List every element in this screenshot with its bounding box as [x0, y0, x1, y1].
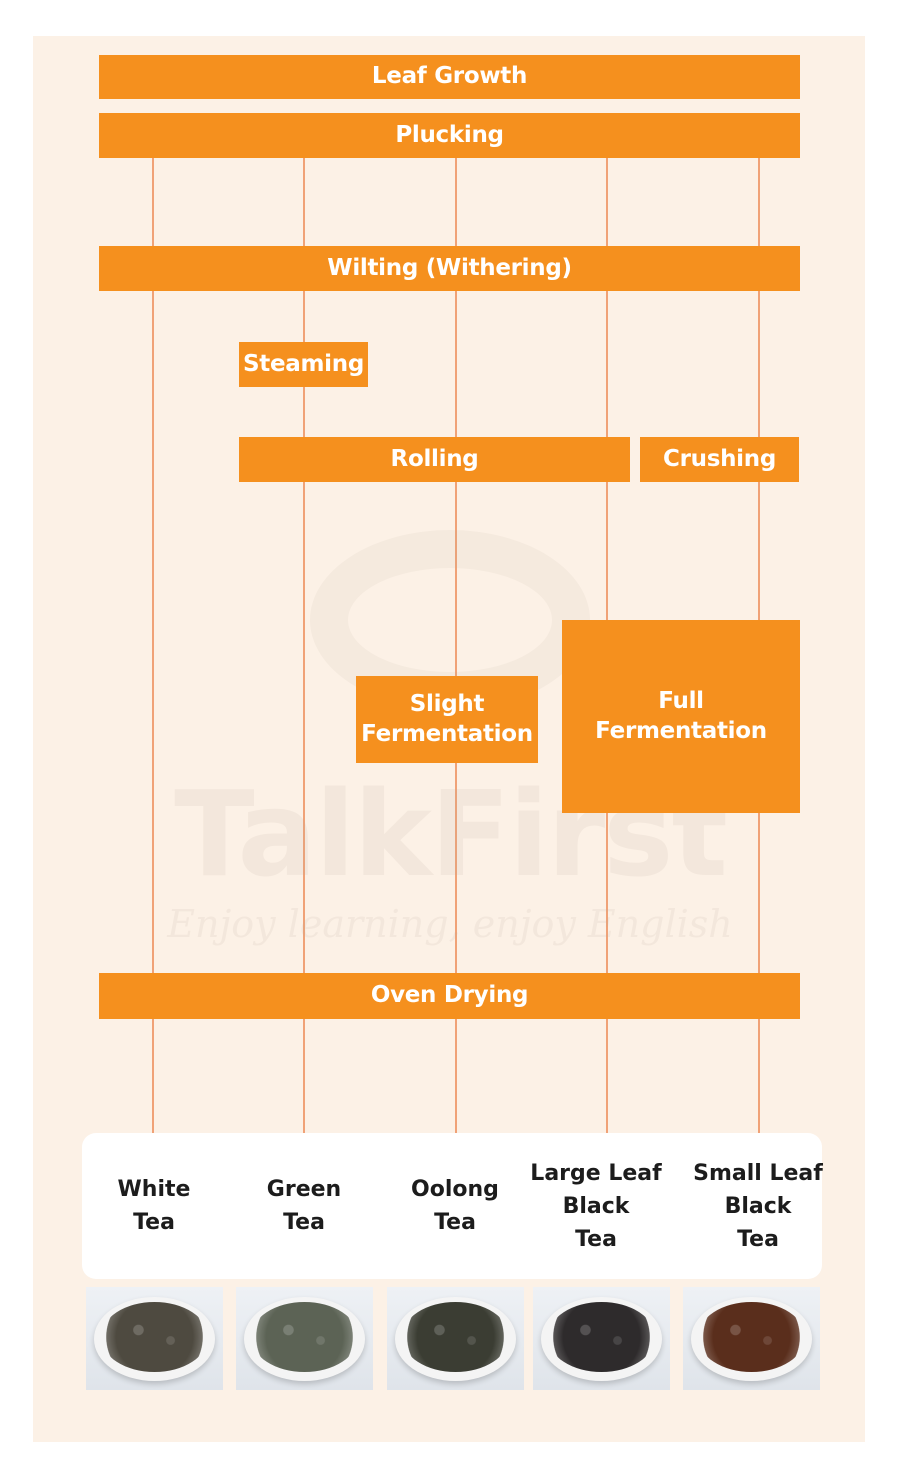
tea-label-large-leaf-black-text: Large Leaf Black Tea — [530, 1160, 662, 1252]
step-slight-fermentation: Slight Fermentation — [356, 676, 538, 763]
step-oven-drying: Oven Drying — [99, 973, 800, 1019]
green-tea-leaves-image — [236, 1287, 373, 1390]
step-wilting-label: Wilting (Withering) — [327, 254, 572, 281]
tea-label-green-text: Green Tea — [266, 1177, 342, 1235]
tea-leaves — [251, 1302, 358, 1372]
tea-leaves — [101, 1302, 208, 1372]
tea-leaves — [402, 1302, 509, 1372]
oolong-tea-line — [455, 158, 457, 1133]
oolong-tea-leaves-image — [387, 1287, 524, 1390]
step-crushing-label: Crushing — [663, 445, 776, 472]
tea-label-large-leaf-black: Large Leaf Black Tea — [521, 1133, 671, 1279]
step-rolling: Rolling — [239, 437, 630, 482]
step-steaming-label: Steaming — [243, 350, 364, 377]
step-oven-drying-label: Oven Drying — [370, 982, 529, 1009]
step-leaf-growth: Leaf Growth — [99, 55, 800, 99]
step-plucking-label: Plucking — [395, 121, 504, 148]
tea-label-oolong-text: Oolong Tea — [411, 1177, 499, 1235]
step-wilting: Wilting (Withering) — [99, 246, 800, 291]
step-full-fermentation-label: Full Fermentation — [595, 687, 767, 744]
step-leaf-growth-label: Leaf Growth — [371, 63, 528, 90]
step-slight-fermentation-label: Slight Fermentation — [361, 690, 533, 747]
tea-label-small-leaf-black: Small Leaf Black Tea — [683, 1133, 833, 1279]
tea-label-green: Green Tea — [229, 1133, 379, 1279]
step-crushing: Crushing — [640, 437, 799, 482]
small-leaf-black-tea-leaves-image — [683, 1287, 820, 1390]
green-tea-line — [303, 158, 305, 1133]
white-tea-line — [152, 158, 154, 1133]
tea-label-oolong: Oolong Tea — [380, 1133, 530, 1279]
tea-leaves — [548, 1302, 655, 1372]
tea-label-white-text: White Tea — [117, 1177, 191, 1235]
tea-label-white: White Tea — [79, 1133, 229, 1279]
step-full-fermentation: Full Fermentation — [562, 620, 800, 813]
tea-leaves — [698, 1302, 805, 1372]
tea-label-small-leaf-black-text: Small Leaf Black Tea — [693, 1160, 823, 1252]
step-plucking: Plucking — [99, 113, 800, 158]
tea-types-card — [82, 1133, 822, 1279]
step-steaming: Steaming — [239, 342, 368, 387]
white-tea-leaves-image — [86, 1287, 223, 1390]
step-rolling-label: Rolling — [390, 445, 479, 472]
large-leaf-black-tea-leaves-image — [533, 1287, 670, 1390]
